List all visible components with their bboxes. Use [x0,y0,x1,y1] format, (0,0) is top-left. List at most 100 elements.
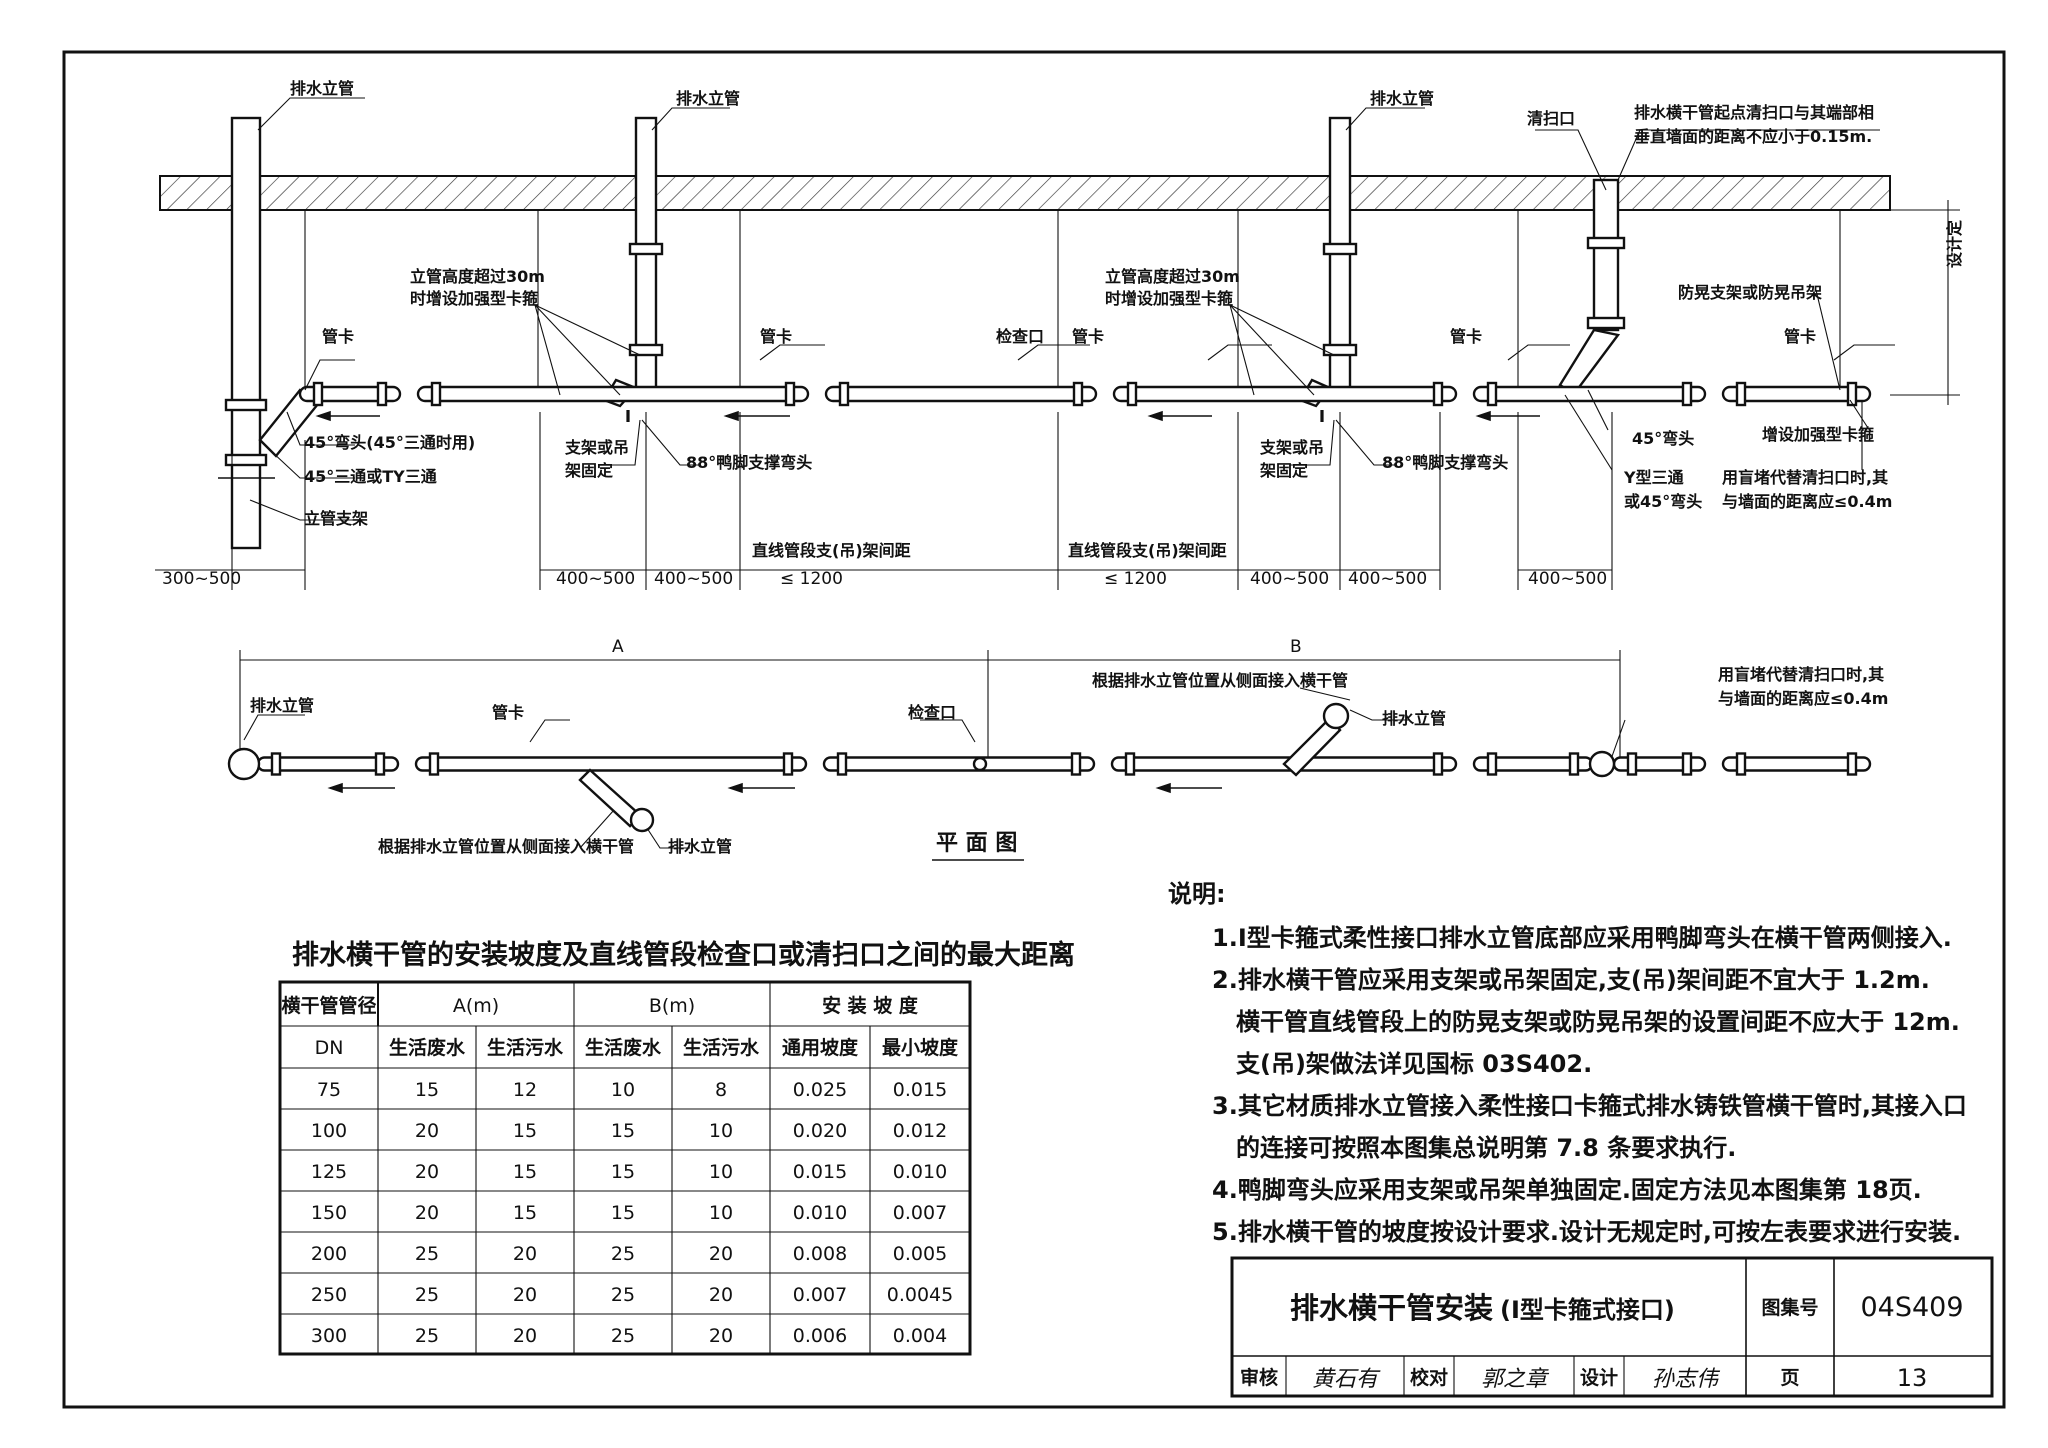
label-y-tee-b: 或45°弯头 [1624,492,1702,511]
pipe-clamp [312,381,324,407]
label-reinforce-2a: 立管高度超过30m [1105,267,1240,286]
table-cell: 0.004 [893,1325,947,1347]
table-cell: 0.007 [793,1284,847,1306]
table-cell: 0.007 [893,1202,947,1224]
table-subheader-cell: 生活污水 [683,1036,760,1059]
label-reinforce-1a: 立管高度超过30m [410,267,545,286]
pipe-clamp [836,752,848,776]
plan-label-side-1: 根据排水立管位置从侧面接入横干管 [1092,671,1348,690]
label-stack-2: 排水立管 [676,89,740,108]
pipe-clamp [1681,381,1693,407]
pipe-clamp [838,381,850,407]
label-inspection: 检查口 [996,327,1044,346]
page-label: 页 [1780,1367,1799,1389]
table-cell: 15 [611,1202,635,1224]
plan-label-clamp: 管卡 [492,703,524,722]
label-cleanout-note-2: 垂直墙面的距离不应小于0.15m. [1634,127,1872,146]
table-cell: 20 [709,1243,733,1265]
table-subheader-cell: 最小坡度 [882,1036,959,1059]
pipe-clamp [1735,752,1747,776]
label-sway-bracket: 防晃支架或防晃吊架 [1678,283,1822,302]
note-line-4: 支(吊)架做法详见国标 03S402. [1236,1050,1592,1078]
pipe-clamp [270,752,282,776]
plan-label-inspection: 检查口 [908,703,956,722]
pipe-clamp [1681,752,1693,776]
label-stack-1: 排水立管 [290,79,354,98]
plan-label-stack-1: 排水立管 [250,696,314,715]
pipe-clamp [1126,381,1138,407]
atlas-number: 04S409 [1860,1292,1963,1323]
pipe-clamp [1846,381,1858,407]
pipe-clamp [1846,752,1858,776]
table-header-slope: 安 装 坡 度 [822,994,919,1017]
table-cell: 15 [513,1161,537,1183]
note-line-7: 4.鸭脚弯头应采用支架或吊架单独固定.固定方法见本图集第 18页. [1212,1176,1922,1204]
label-clamp-4: 管卡 [1450,327,1482,346]
check-label: 校对 [1410,1366,1448,1389]
table-cell: 25 [611,1243,635,1265]
page-number: 13 [1897,1364,1928,1392]
table-cell: 0.008 [793,1243,847,1265]
table-cell: 250 [311,1284,347,1306]
pipe-clamp [1432,752,1444,776]
label-clamp-2: 管卡 [760,327,792,346]
design-label: 设计 [1580,1367,1618,1389]
pipe-clamp [784,381,796,407]
table-cell: 20 [415,1120,439,1142]
label-cleanout-note-1: 排水横干管起点清扫口与其端部相 [1634,103,1874,122]
dim-400-500-c: 400~500 [1250,569,1329,589]
table-cell: 0.0045 [887,1284,953,1306]
span-label-2b: ≤ 1200 [1104,569,1167,589]
table-cell: 10 [709,1161,733,1183]
pipe-segment [1721,385,1872,403]
span-label-1b: ≤ 1200 [780,569,843,589]
plan-label-stack-2: 排水立管 [1382,709,1446,728]
plan-label-plug-b: 与墙面的距离应≤0.4m [1718,689,1888,708]
cleanout-stack [1558,178,1626,396]
table-title: 排水横干管的安装坡度及直线管段检查口或清扫口之间的最大距离 [292,939,1075,971]
title-main: 排水横干管安装 [1290,1291,1493,1325]
table-cell: 15 [611,1161,635,1183]
pipe-clamp [1072,381,1084,407]
ceiling-slab [159,175,1891,211]
label-add-clamp: 增设加强型卡箍 [1762,425,1874,444]
plan-dim-b: B [1290,637,1302,657]
sheet-border [62,50,2006,1409]
label-duckfoot-1: 88°鸭脚支撑弯头 [686,453,812,472]
plan-dim-a: A [612,637,624,657]
table-cell: 0.005 [893,1243,947,1265]
table-cell: 0.006 [793,1325,847,1347]
note-line-2: 2.排水横干管应采用支架或吊架固定,支(吊)架间距不宜大于 1.2m. [1212,966,1930,994]
note-line-3: 横干管直线管段上的防晃支架或防晃吊架的设置间距不应大于 12m. [1236,1008,1960,1036]
table-subheader-cell: 生活废水 [585,1036,662,1059]
label-plug-note-1a: 用盲堵代替清扫口时,其 [1722,468,1888,487]
notes-heading: 说明: [1168,880,1226,908]
label-reinforce-2b: 时增设加强型卡箍 [1105,289,1233,308]
table-header-dn: 横干管管径 [281,994,376,1017]
title-sub: (Ⅰ型卡箍式接口) [1500,1296,1675,1324]
table-subheader-cell: 生活废水 [389,1036,466,1059]
table-cell: 20 [415,1161,439,1183]
note-line-1: 1.Ⅰ型卡箍式柔性接口排水立管底部应采用鸭脚弯头在横干管两侧接入. [1212,924,1952,952]
pipe-clamp [1432,381,1444,407]
slope-distance-table: 排水横干管的安装坡度及直线管段检查口或清扫口之间的最大距离 横干管管径 A(m)… [278,939,1075,1356]
label-cleanout: 清扫口 [1527,109,1575,128]
pipe-clamp [1735,381,1747,407]
table-cell: 75 [317,1079,341,1101]
note-line-5: 3.其它材质排水立管接入柔性接口卡箍式排水铸铁管横干管时,其接入口 [1212,1092,1967,1120]
table-cell: 20 [513,1243,537,1265]
horizontal-pipe-plan [256,752,1872,776]
table-cell: 15 [513,1202,537,1224]
table-cell: 10 [611,1079,635,1101]
notes: 说明: 1.Ⅰ型卡箍式柔性接口排水立管底部应采用鸭脚弯头在横干管两侧接入. 2.… [1168,880,1967,1246]
table-cell: 0.015 [793,1161,847,1183]
label-clamp-1: 管卡 [322,327,354,346]
title-block: 排水横干管安装 (Ⅰ型卡箍式接口) 图集号 04S409 审核 黄石有 校对 郭… [1230,1256,1994,1398]
pipe-segment [414,756,808,772]
table-cell: 25 [611,1325,635,1347]
table-cell: 300 [311,1325,347,1347]
table-cell: 15 [611,1120,635,1142]
atlas-label: 图集号 [1761,1296,1818,1319]
table-cell: 0.020 [793,1120,847,1142]
